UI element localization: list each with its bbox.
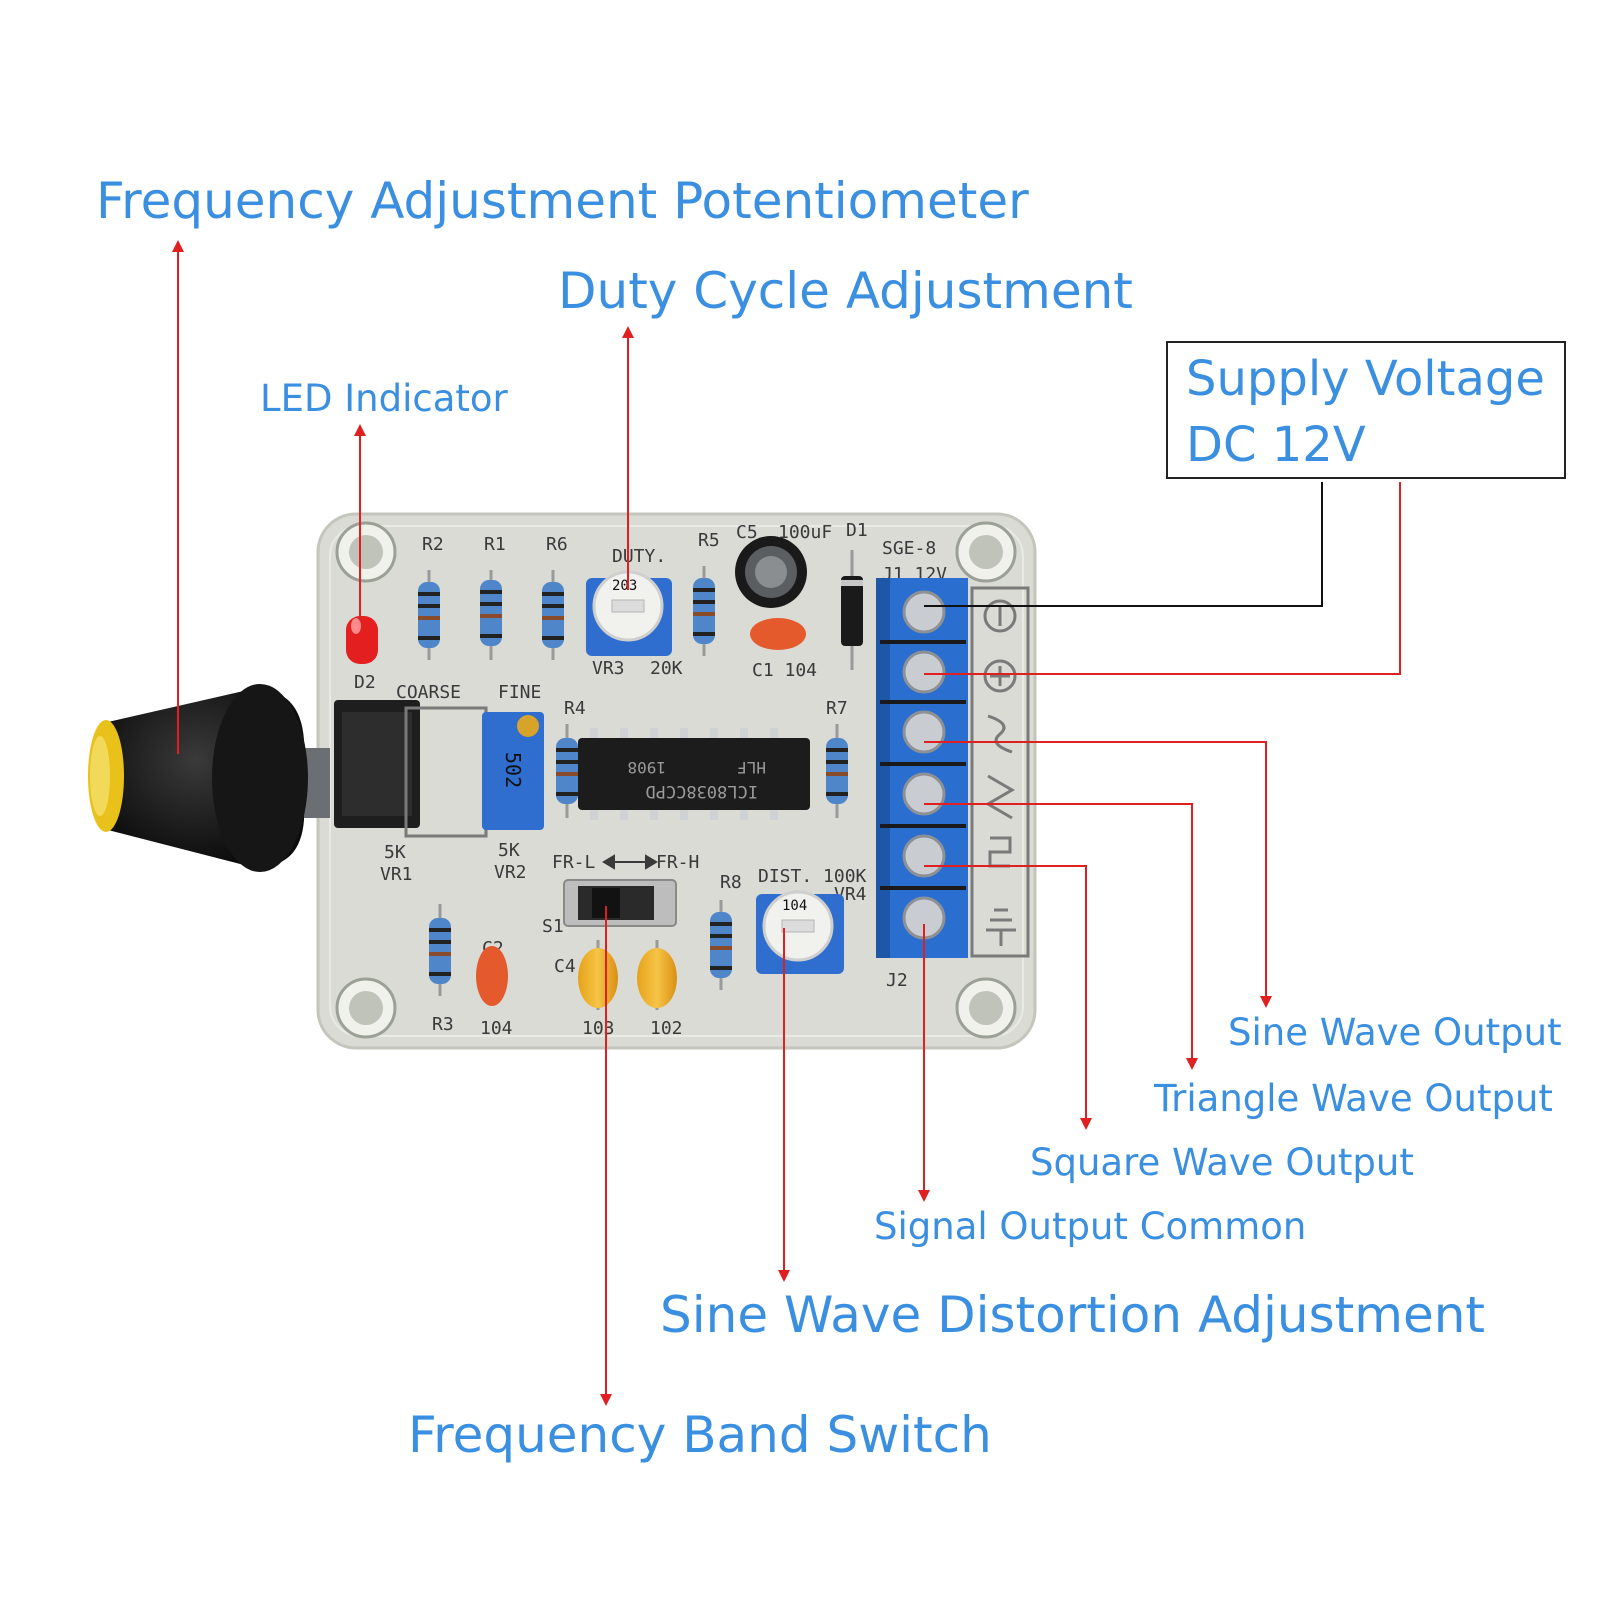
distortion-trimmer-vr4: 104 — [756, 890, 844, 974]
silk-fine: FINE — [498, 682, 541, 703]
triangle-icon — [985, 774, 1015, 820]
silk-fr-l: FR-L — [552, 852, 596, 873]
fine-trimmer-vr2: 502 — [482, 712, 544, 830]
silk-s1: S1 — [542, 916, 564, 937]
ic-part-number: ICL8038CCPD — [645, 781, 758, 801]
mounting-hole — [335, 521, 397, 583]
resistor-r3 — [429, 904, 451, 996]
label-frequency-band-switch: Frequency Band Switch — [408, 1406, 992, 1464]
silk-d1: D1 — [846, 520, 868, 541]
silk-sge: SGE-8 — [882, 538, 936, 559]
trim-vr4-code: 104 — [782, 898, 807, 914]
label-duty-cycle-adjustment: Duty Cycle Adjustment — [558, 262, 1133, 320]
mounting-hole — [955, 521, 1017, 583]
silk-d2: D2 — [354, 672, 376, 693]
silk-c3-value: 102 — [650, 1018, 683, 1039]
sine-icon — [987, 714, 1013, 754]
ceramic-capacitor-c2 — [476, 946, 508, 1006]
leader-square-output — [924, 865, 1092, 1130]
frequency-knob — [88, 684, 330, 872]
silk-r7: R7 — [826, 698, 848, 719]
supply-voltage-box: Supply Voltage DC 12V — [1166, 341, 1566, 479]
band-slide-switch-s1 — [563, 879, 677, 927]
trim-vr3-code: 203 — [612, 578, 637, 594]
silk-vr1-value: 5K — [384, 842, 406, 863]
label-triangle-wave-output: Triangle Wave Output — [1154, 1077, 1553, 1120]
silk-c5-value: 100uF — [778, 522, 832, 543]
leader-supply-negative — [924, 482, 1323, 607]
trim-vr2-code: 502 — [501, 752, 525, 788]
silk-c4: C4 — [554, 956, 576, 977]
band-arrow-icon — [602, 854, 658, 870]
leader-sine-output — [924, 741, 1272, 1008]
label-sine-wave-distortion-adjustment: Sine Wave Distortion Adjustment — [660, 1286, 1486, 1344]
silk-r3: R3 — [432, 1014, 454, 1035]
resistor-r8 — [710, 900, 732, 990]
leader-triangle-output — [924, 803, 1198, 1070]
plus-icon — [983, 659, 1017, 693]
mounting-hole — [335, 977, 397, 1039]
ic-icl8038: ICL8038CCPD HLF 1908 — [578, 728, 810, 820]
silk-j2: J2 — [886, 970, 908, 991]
silk-c4-value: 103 — [582, 1018, 615, 1039]
label-signal-output-common: Signal Output Common — [874, 1205, 1307, 1248]
silk-vr3: VR3 — [592, 658, 625, 679]
silk-vr2-value: 5K — [498, 840, 520, 861]
terminal-block-j1-j2 — [876, 578, 968, 958]
ceramic-capacitor-c4 — [578, 940, 618, 1010]
resistor-r6 — [542, 570, 564, 660]
duty-trimmer-vr3: 203 — [586, 570, 672, 656]
ic-date-code: 1908 — [627, 758, 666, 777]
silk-r1: R1 — [484, 534, 506, 555]
silk-c1: C1 104 — [752, 660, 817, 681]
terminal-symbols — [970, 586, 1030, 958]
silk-vr2: VR2 — [494, 862, 527, 883]
label-sine-wave-output: Sine Wave Output — [1228, 1011, 1562, 1054]
resistor-r4 — [556, 724, 578, 818]
coarse-pot-vr1 — [334, 700, 488, 838]
electrolytic-capacitor-c5 — [735, 536, 807, 608]
silk-r8: R8 — [720, 872, 742, 893]
resistor-r7 — [826, 724, 848, 818]
label-led-indicator: LED Indicator — [260, 377, 508, 420]
label-supply-voltage: Supply Voltage — [1186, 351, 1545, 407]
led-d2 — [346, 616, 378, 664]
ceramic-capacitor-c3 — [637, 940, 677, 1010]
silk-vr1: VR1 — [380, 864, 413, 885]
leader-supply-positive — [924, 482, 1401, 675]
silk-dist: DIST. 100K — [758, 866, 867, 887]
silk-duty: DUTY. — [612, 546, 666, 567]
resistor-r2 — [418, 570, 440, 660]
silk-coarse: COARSE — [396, 682, 461, 703]
silk-r4: R4 — [564, 698, 586, 719]
resistor-r5 — [693, 566, 715, 656]
silk-vr3-value: 20K — [650, 658, 683, 679]
diode-d1 — [841, 550, 863, 670]
resistor-r1 — [480, 570, 502, 660]
silk-r6: R6 — [546, 534, 568, 555]
label-supply-dc-12v: DC 12V — [1186, 417, 1366, 473]
label-square-wave-output: Square Wave Output — [1030, 1141, 1414, 1184]
ceramic-capacitor-c1 — [750, 618, 806, 650]
silk-c2-value: 104 — [480, 1018, 513, 1039]
label-frequency-adjustment-potentiometer: Frequency Adjustment Potentiometer — [96, 172, 1029, 230]
silk-r5: R5 — [698, 530, 720, 551]
silk-c5: C5 — [736, 522, 758, 543]
minus-icon — [983, 599, 1017, 633]
silk-r2: R2 — [422, 534, 444, 555]
ic-brand: HLF — [737, 758, 766, 777]
silk-fr-h: FR-H — [656, 852, 699, 873]
mounting-hole — [955, 977, 1017, 1039]
ground-icon — [986, 908, 1016, 946]
